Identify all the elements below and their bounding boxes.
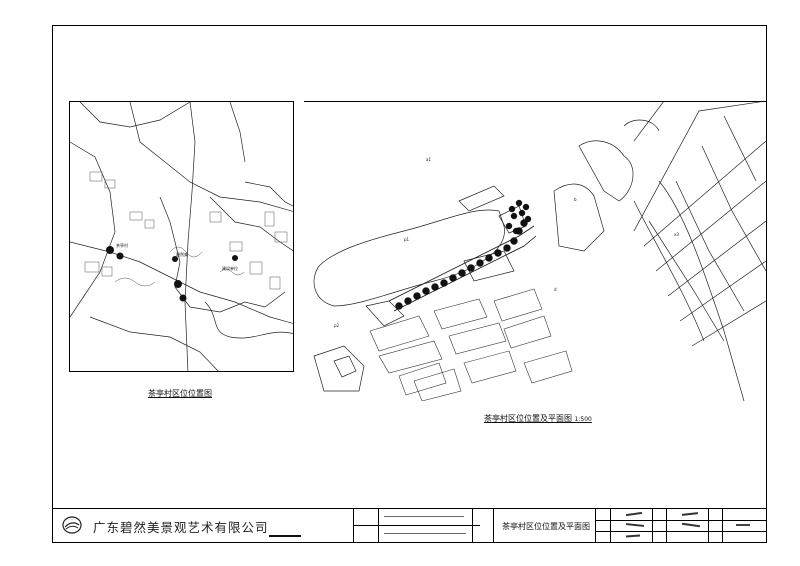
svg-text:建设单位: 建设单位 <box>222 265 238 271</box>
signature-mark-5 <box>681 522 701 528</box>
svg-text:茶亭村: 茶亭村 <box>116 242 128 248</box>
project-info-cell <box>353 509 480 542</box>
stamp-grid <box>595 509 767 542</box>
site-plan-panel: a1 b p1 d x3 p2 <box>304 100 767 402</box>
company-name: 广东碧然美景观艺术有限公司 <box>93 520 269 535</box>
signature-mark-4 <box>681 512 699 516</box>
svg-text:a1: a1 <box>426 157 431 162</box>
project-line-1 <box>384 516 464 517</box>
signature-mark-6 <box>736 524 750 526</box>
signature-mark-3 <box>625 534 641 538</box>
title-block: 广东碧然美景观艺术有限公司 茶亭村区位位置及平面图 <box>53 508 767 542</box>
svg-text:b: b <box>574 197 577 202</box>
svg-text:碧然美: 碧然美 <box>176 251 188 257</box>
site-plan-caption: 茶亭村区位位置及平面图 1:500 <box>484 414 592 423</box>
drawing-title: 茶亭村区位位置及平面图 <box>502 522 590 531</box>
svg-text:p2: p2 <box>334 323 340 328</box>
company-underline-bar <box>269 535 301 537</box>
company-logo-icon <box>62 516 82 534</box>
site-plan-drawing: a1 b p1 d x3 p2 <box>313 100 767 402</box>
signature-mark-2 <box>625 523 645 527</box>
signature-mark-1 <box>625 511 643 517</box>
project-line-2 <box>384 533 466 534</box>
svg-text:d: d <box>554 287 557 292</box>
company-cell: 广东碧然美景观艺术有限公司 <box>53 509 353 542</box>
drawing-title-cell: 茶亭村区位位置及平面图 <box>493 509 595 542</box>
location-plan-panel: 茶亭村 碧然美 建设单位 <box>69 101 294 372</box>
location-plan-caption: 茶亭村区位位置图 <box>148 389 212 398</box>
location-plan-drawing: 茶亭村 碧然美 建设单位 <box>70 102 293 371</box>
svg-text:x3: x3 <box>674 232 679 237</box>
svg-text:p1: p1 <box>404 237 410 242</box>
sheet-border <box>52 25 767 543</box>
